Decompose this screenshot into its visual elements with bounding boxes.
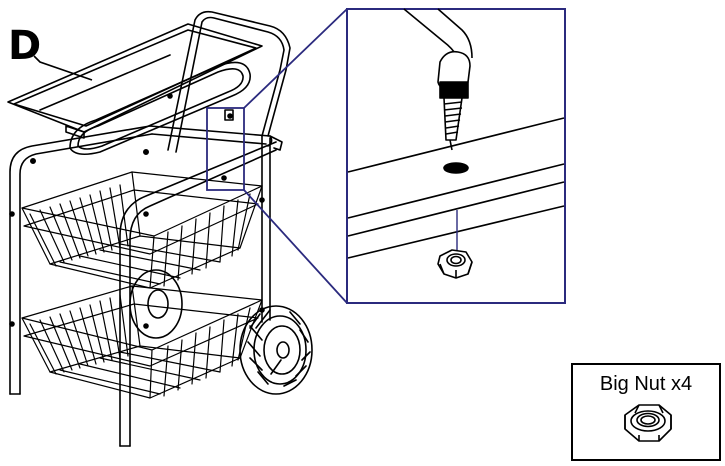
left-frame xyxy=(9,125,273,395)
upper-basket xyxy=(21,171,263,289)
inner-wheel xyxy=(129,269,183,339)
part-label-leader xyxy=(33,55,93,81)
cart-assembly xyxy=(7,10,313,447)
bolt-and-nut-icon xyxy=(347,8,565,279)
parts-list-box: Big Nut x4 xyxy=(571,363,721,461)
callout-connector-top xyxy=(243,8,348,109)
callout-connector-bottom xyxy=(243,189,348,304)
part-label-d: D xyxy=(8,23,42,69)
top-tray xyxy=(7,23,263,139)
zoom-source-box xyxy=(206,107,245,191)
lower-basket xyxy=(21,285,263,399)
handle xyxy=(167,10,291,153)
front-frame xyxy=(119,135,283,447)
hex-nut-icon xyxy=(624,404,672,442)
frame-screws[interactable] xyxy=(9,93,265,329)
basket-hoop xyxy=(69,61,251,156)
right-post xyxy=(224,109,271,323)
zoom-callout xyxy=(206,8,566,304)
parts-box-title: Big Nut x4 xyxy=(599,373,693,395)
right-wheel xyxy=(239,305,313,395)
